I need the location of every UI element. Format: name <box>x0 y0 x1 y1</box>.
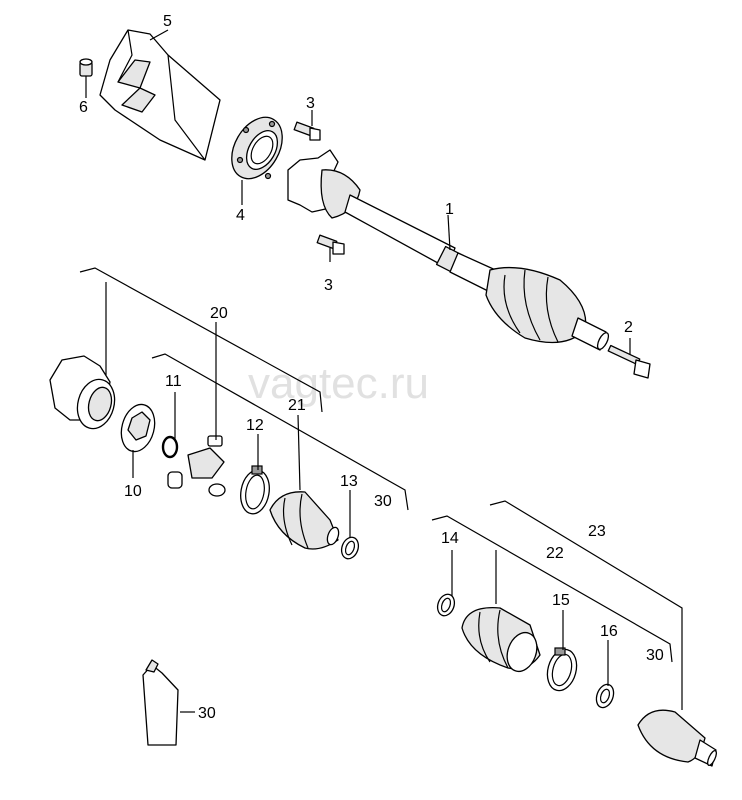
part-30-grease-tube <box>142 659 179 746</box>
part-6-plug <box>79 58 93 77</box>
label-part-14: 14 <box>441 530 459 547</box>
part-23-outer-joint <box>637 709 717 767</box>
part-3-bolt-lower <box>316 234 345 255</box>
label-part-11: 11 <box>165 373 182 390</box>
label-part-5: 5 <box>163 13 172 30</box>
part-4-flange <box>231 116 283 180</box>
part-11-circlip <box>161 435 179 459</box>
label-part-20: 20 <box>210 305 228 322</box>
part-16-washer <box>595 683 615 709</box>
label-part-30-group21: 30 <box>374 493 392 510</box>
label-part-10: 10 <box>124 483 142 500</box>
label-part-6: 6 <box>79 99 88 116</box>
leader-lines <box>79 29 683 713</box>
label-part-1: 1 <box>445 201 454 218</box>
tripod-rollers <box>167 435 226 497</box>
label-part-23: 23 <box>588 523 606 540</box>
part-20-joint-housing <box>49 355 116 430</box>
part-12-clamp <box>240 465 270 515</box>
part-14-small-clamp <box>436 593 456 617</box>
label-part-2: 2 <box>624 319 633 336</box>
label-part-13: 13 <box>340 473 358 490</box>
part-10-inner-race <box>120 403 156 453</box>
label-part-16: 16 <box>600 623 618 640</box>
label-part-22: 22 <box>546 545 564 562</box>
part-1-drive-shaft <box>287 149 610 351</box>
part-15-clamp <box>546 647 578 692</box>
part-13-small-clamp <box>340 536 360 560</box>
part-21-inner-boot <box>269 491 340 550</box>
label-part-3-lower: 3 <box>324 277 333 294</box>
watermark-text: vagtec.ru <box>248 359 429 408</box>
label-part-3-upper: 3 <box>306 95 315 112</box>
part-3-bolt-upper <box>293 121 321 141</box>
label-part-21: 21 <box>288 397 306 414</box>
part-2-axle-bolt <box>607 344 651 379</box>
part-5-heat-shield <box>99 29 221 161</box>
label-part-12: 12 <box>246 417 264 434</box>
label-part-4: 4 <box>236 207 245 224</box>
label-part-30-group22: 30 <box>646 647 664 664</box>
label-part-15: 15 <box>552 592 570 609</box>
label-part-30-tube: 30 <box>198 705 216 722</box>
part-22-outer-boot <box>461 607 541 673</box>
